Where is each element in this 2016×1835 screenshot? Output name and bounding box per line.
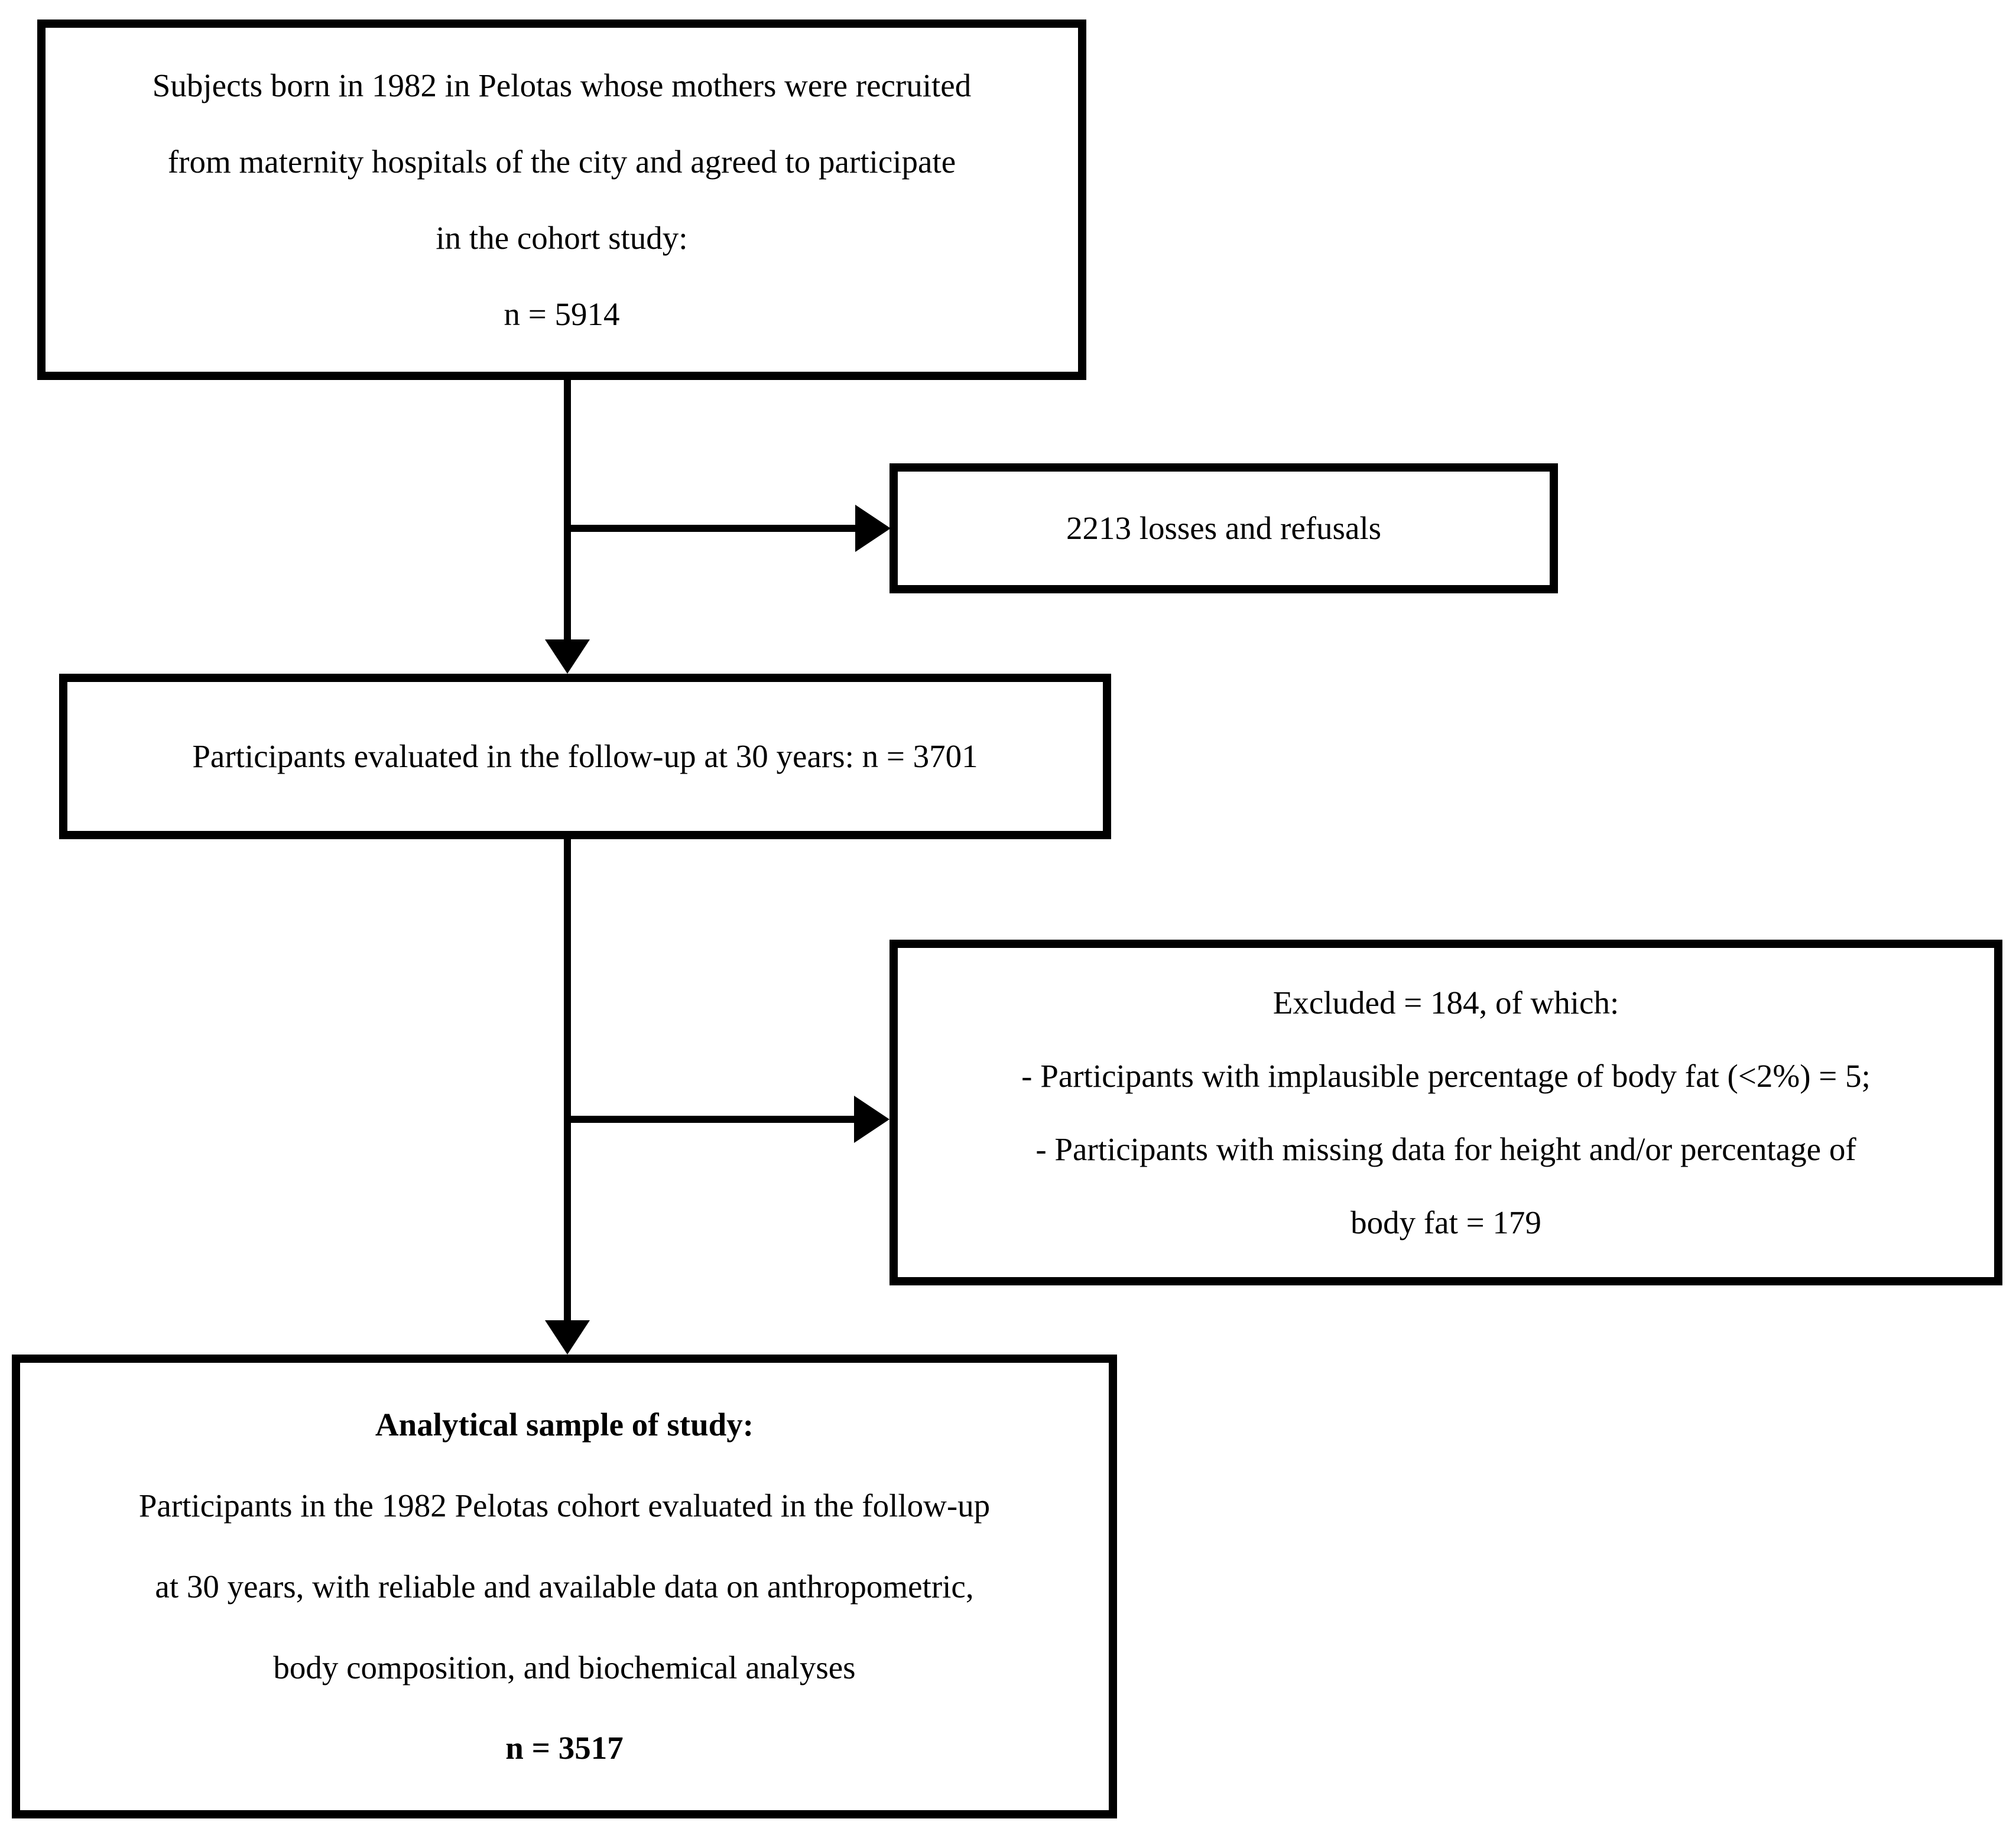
box-excluded-item-missing-2: body fat = 179	[1351, 1204, 1541, 1240]
arrowhead-down-1	[545, 639, 590, 674]
box-analytical-sample: Analytical sample of study: Participants…	[12, 1355, 1117, 1818]
box-losses-refusals: 2213 losses and refusals	[889, 463, 1558, 593]
box-analytical-line-3: at 30 years, with reliable and available…	[155, 1568, 974, 1605]
box-excluded-title: Excluded = 184, of which:	[1272, 984, 1619, 1021]
box-analytical-line-2: Participants in the 1982 Pelotas cohort …	[138, 1488, 991, 1524]
box-followup-30-years: Participants evaluated in the follow-up …	[59, 674, 1111, 839]
connector-horizontal-1	[564, 525, 858, 532]
box-analytical-line-4: body composition, and biochemical analys…	[273, 1649, 856, 1685]
arrowhead-right-2	[854, 1096, 889, 1143]
box-analytical-title: Analytical sample of study:	[375, 1407, 754, 1443]
box-recruitment-line-1: Subjects born in 1982 in Pelotas whose m…	[152, 67, 972, 103]
arrowhead-right-1	[855, 505, 891, 552]
connector-vertical-2	[564, 839, 571, 1323]
box-recruitment-line-3: in the cohort study:	[436, 219, 688, 256]
box-recruitment-sample-size: n = 5914	[504, 295, 620, 332]
box-analytical-sample-size: n = 3517	[505, 1730, 624, 1766]
box-excluded-item-missing-1: - Participants with missing data for hei…	[1035, 1131, 1856, 1167]
box-losses-text: 2213 losses and refusals	[1066, 510, 1382, 547]
box-recruitment-line-2: from maternity hospitals of the city and…	[167, 143, 956, 180]
arrowhead-down-2	[545, 1320, 590, 1355]
box-excluded: Excluded = 184, of which: - Participants…	[889, 940, 2002, 1285]
box-recruitment: Subjects born in 1982 in Pelotas whose m…	[37, 20, 1086, 380]
connector-vertical-1	[564, 380, 571, 643]
box-followup-text: Participants evaluated in the follow-up …	[192, 738, 978, 775]
connector-horizontal-2	[564, 1116, 855, 1123]
box-excluded-item-implausible: - Participants with implausible percenta…	[1021, 1057, 1871, 1094]
